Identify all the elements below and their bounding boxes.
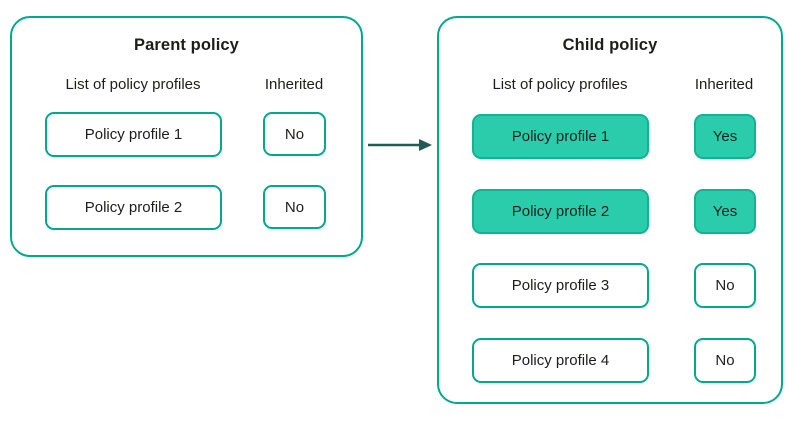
- child-inherited-column-header: Inherited: [694, 76, 754, 93]
- inheritance-arrow-icon: [367, 136, 433, 154]
- child-profile-1-inherited-flag: Yes: [694, 114, 756, 159]
- parent-policy-box: Parent policy List of policy profiles In…: [10, 16, 363, 257]
- parent-policy-title: Parent policy: [134, 36, 239, 54]
- child-profile-3-inherited-flag: No: [694, 263, 756, 308]
- child-policy-box: Child policy List of policy profiles Inh…: [437, 16, 783, 404]
- parent-profile-2-inherited-flag: No: [263, 185, 326, 229]
- parent-profile-2-chip: Policy profile 2: [45, 185, 222, 230]
- parent-profiles-column-header: List of policy profiles: [65, 76, 201, 93]
- parent-profile-1-chip: Policy profile 1: [45, 112, 222, 157]
- parent-profile-1-inherited-flag: No: [263, 112, 326, 156]
- child-policy-title: Child policy: [562, 36, 658, 54]
- child-profile-2-inherited-flag: Yes: [694, 189, 756, 234]
- child-profiles-column-header: List of policy profiles: [492, 76, 628, 93]
- parent-inherited-column-header: Inherited: [264, 76, 324, 93]
- child-profile-1-chip: Policy profile 1: [472, 114, 649, 159]
- child-profile-2-chip: Policy profile 2: [472, 189, 649, 234]
- child-profile-4-chip: Policy profile 4: [472, 338, 649, 383]
- child-profile-4-inherited-flag: No: [694, 338, 756, 383]
- child-profile-3-chip: Policy profile 3: [472, 263, 649, 308]
